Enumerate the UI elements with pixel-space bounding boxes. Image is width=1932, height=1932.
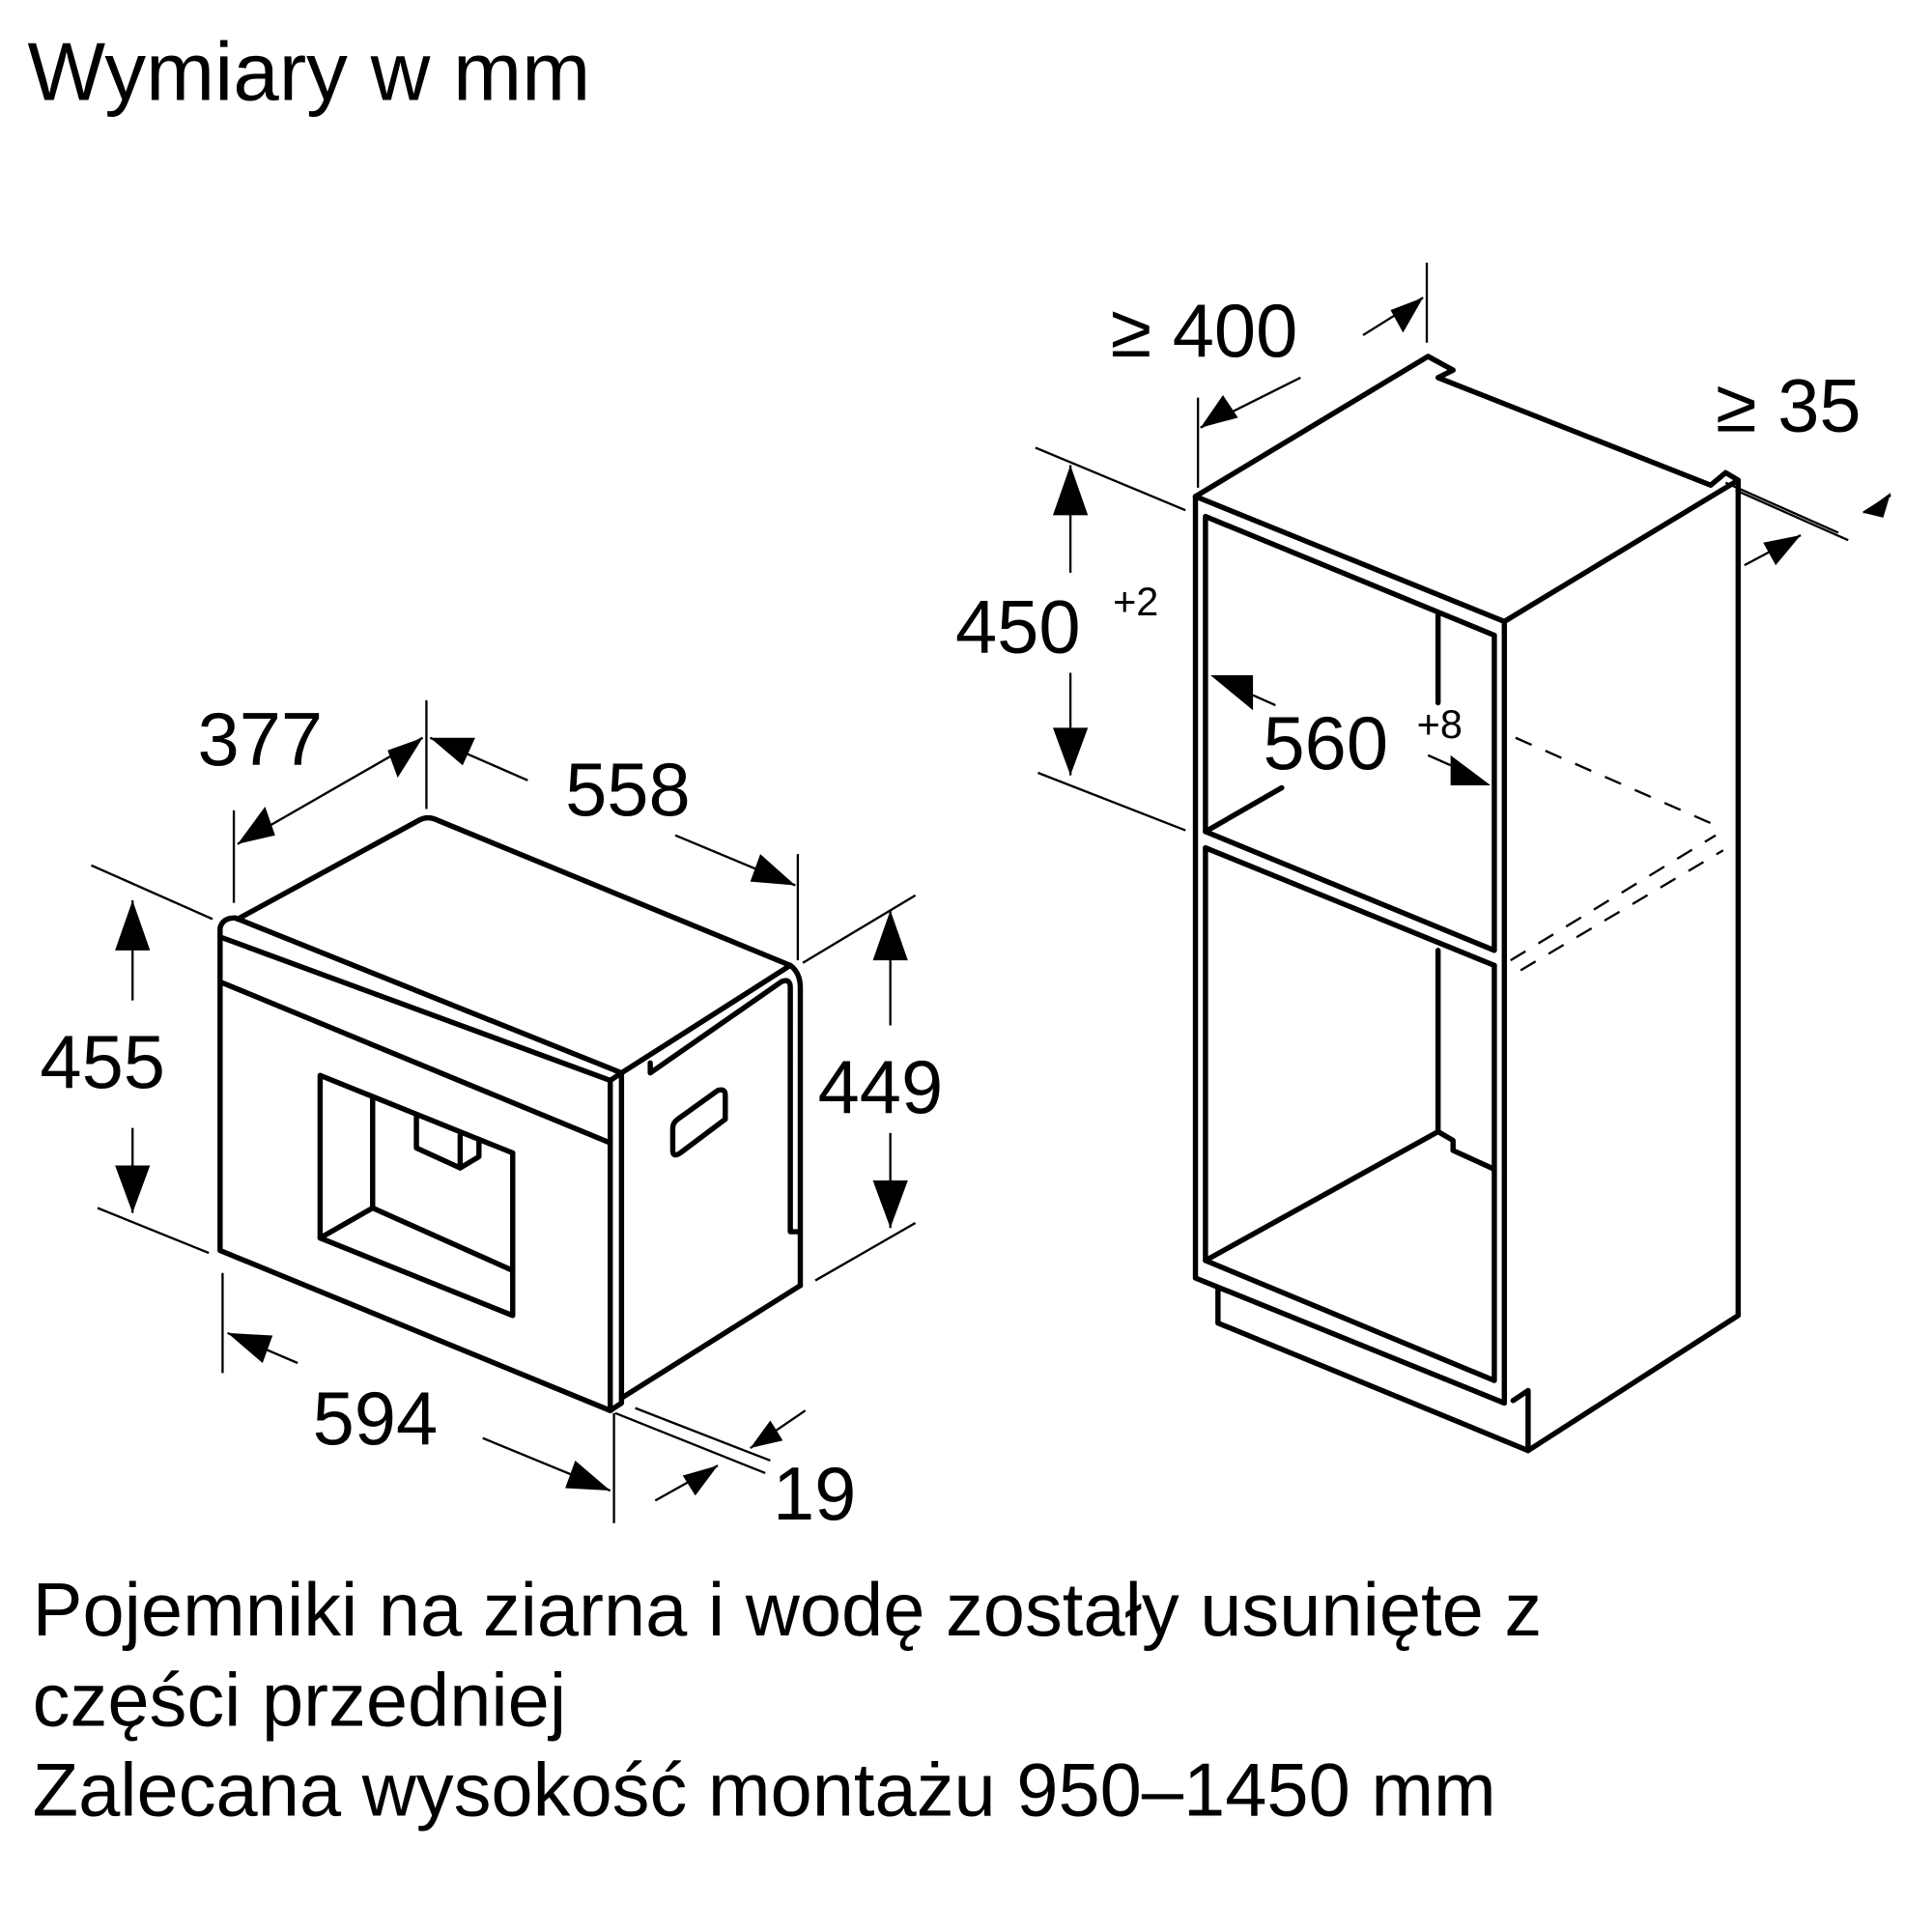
dim-560: 560 — [1263, 702, 1388, 785]
installation-notes: Pojemniki na ziarna i wodę zostały usuni… — [33, 1569, 1543, 1832]
note-line-1: Pojemniki na ziarna i wodę zostały usuni… — [33, 1569, 1543, 1652]
note-line-3: Zalecana wysokość montażu 950–1450 mm — [33, 1749, 1496, 1833]
dim-449: 449 — [818, 1046, 944, 1129]
note-line-2: części przedniej — [33, 1659, 566, 1742]
dim-560-tolerance: +8 — [1417, 702, 1463, 747]
dim-594: 594 — [313, 1378, 439, 1461]
dim-min-35: ≥ 35 — [1716, 365, 1861, 448]
dim-450: 450 — [955, 586, 1081, 669]
dim-455: 455 — [40, 1021, 165, 1104]
dim-450-tolerance: +2 — [1113, 580, 1158, 624]
appliance-drawing: 377 558 455 449 594 — [40, 698, 943, 1536]
dim-min-400: ≥ 400 — [1111, 290, 1298, 373]
cabinet-drawing: ≥ 400 ≥ 35 450 +2 560 +8 — [955, 262, 1891, 1454]
page-title: Wymiary w mm — [27, 27, 590, 119]
dim-19: 19 — [773, 1453, 856, 1536]
dim-558: 558 — [565, 749, 691, 832]
dim-377: 377 — [198, 698, 324, 781]
